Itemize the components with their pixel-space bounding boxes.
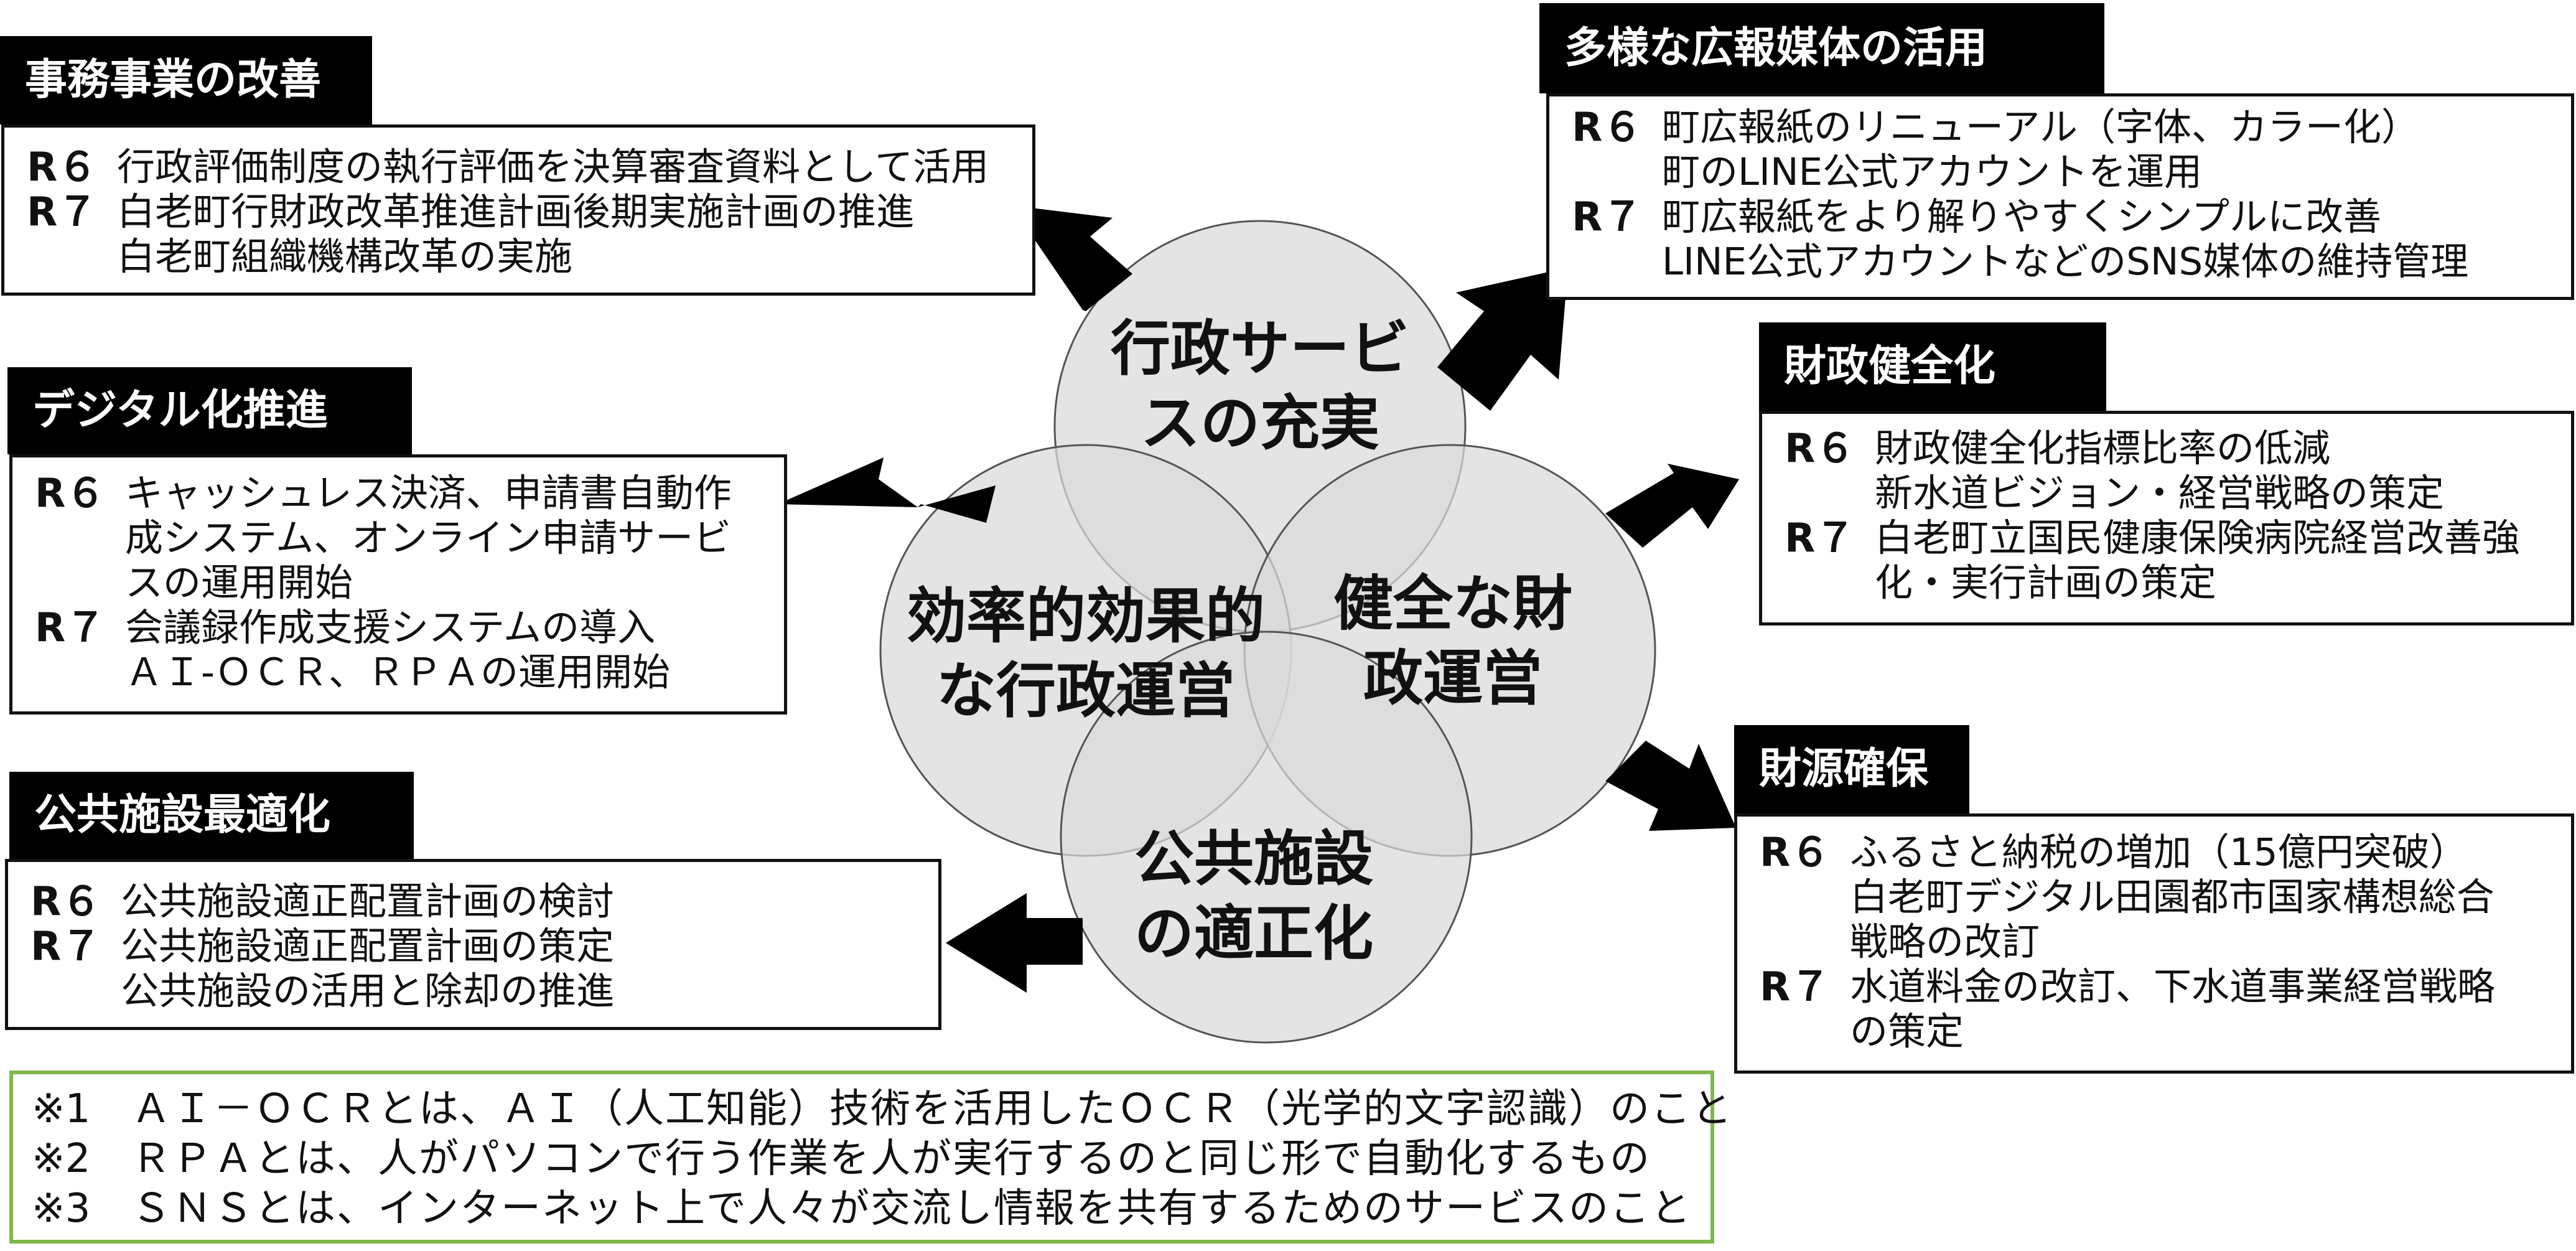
note-number: ※2 xyxy=(32,1136,91,1182)
circle-bottom xyxy=(1060,630,1473,1044)
koukyou-row: R７ 公共施設適正配置計画の策定 xyxy=(30,924,916,969)
year-label: R６ xyxy=(1572,105,1643,151)
circle-label-left: 効率的効果的 な行政運営 xyxy=(907,579,1265,728)
circle-label-left-text: 効率的効果的 な行政運営 xyxy=(907,581,1265,726)
zaigen-row: R６ ふるさと納税の増加（15億円突破） xyxy=(1760,830,2549,875)
item-text: ＡＩ-ＯＣＲ、ＲＰＡの運用開始 xyxy=(125,650,671,695)
item-text: 白老町立国民健康保険病院経営改善強 xyxy=(1875,516,2521,560)
zaigen-row: 白老町デジタル田園都市国家構想総合 xyxy=(1760,875,2549,920)
digital-row: R７ 会議録作成支援システムの導入 xyxy=(35,606,762,650)
zaisei-row: R６ 財政健全化指標比率の低減 xyxy=(1785,426,2549,471)
arrow-to-zaigen xyxy=(1605,741,1736,831)
arrow-to-koukyou xyxy=(946,893,1083,993)
jimu-row: R６ 行政評価制度の執行評価を決算審査資料として活用 xyxy=(27,145,1010,190)
kouhou-row: R７ 町広報紙をより解りやすくシンプルに改善 xyxy=(1572,195,2549,240)
section-title-kouhou: 多様な広報媒体の活用 xyxy=(1539,3,2104,93)
year-label: R６ xyxy=(35,471,106,517)
circle-label-right: 健全な財 政運営 xyxy=(1333,566,1572,716)
koukyou-row: R６ 公共施設適正配置計画の検討 xyxy=(30,879,916,924)
item-text: 町広報紙のリニューアル（字体、カラー化） xyxy=(1662,105,2419,149)
digital-row: R６ キャッシュレス決済、申請書自動作 xyxy=(35,471,762,516)
year-label: R６ xyxy=(30,879,101,925)
item-text: 行政評価制度の執行評価を決算審査資料として活用 xyxy=(117,145,989,189)
circle-label-top-text: 行政サービ スの充実 xyxy=(1111,314,1409,458)
note-text: ＳＮＳとは、インターネット上で人々が交流し情報を共有するためのサービスのこと xyxy=(131,1186,1692,1232)
kouhou-row: R６ 町広報紙のリニューアル（字体、カラー化） xyxy=(1572,105,2549,150)
note-number: ※1 xyxy=(32,1086,91,1132)
section-box-jimu: R６ 行政評価制度の執行評価を決算審査資料として活用 R７ 白老町行財政改革推進計画… xyxy=(1,124,1035,296)
notes-box: ※1 ＡＩ－ＯＣＲとは、ＡＩ（人工知能）技術を活用したＯＣＲ（光学的文字認識）のこ… xyxy=(9,1071,1732,1244)
circle-label-top: 行政サービ スの充実 xyxy=(1111,311,1409,461)
year-label: R６ xyxy=(1760,830,1831,876)
note-line: ※2 ＲＰＡとは、人がパソコンで行う作業を人が実行するのと同じ形で自動化するもの xyxy=(32,1134,1692,1184)
item-text: 白老町行財政改革推進計画後期実施計画の推進 xyxy=(117,190,915,234)
year-label: R７ xyxy=(1572,194,1643,240)
item-text: ふるさと納税の増加（15億円突破） xyxy=(1850,830,2468,874)
year-label: R６ xyxy=(1785,426,1855,472)
item-text: 町のLINE公式アカウントを運用 xyxy=(1662,150,2203,194)
zaigen-row: の策定 xyxy=(1760,1010,2549,1054)
section-title-digital: デジタル化推進 xyxy=(7,367,412,454)
item-text: 成システム、オンライン申請サービ xyxy=(125,516,732,560)
item-text: 化・実行計画の策定 xyxy=(1875,561,2217,605)
item-text: の策定 xyxy=(1850,1010,1964,1054)
year-label: R７ xyxy=(27,189,98,235)
item-text: 公共施設適正配置計画の検討 xyxy=(121,879,615,924)
zaigen-row: 戦略の改訂 xyxy=(1760,920,2549,965)
section-box-digital: R６ キャッシュレス決済、申請書自動作 成システム、オンライン申請サービ スの運用… xyxy=(9,454,787,715)
arrow-to-zaisei xyxy=(1605,464,1739,548)
section-box-zaigen: R６ ふるさと納税の増加（15億円突破） 白老町デジタル田園都市国家構想総合 戦略… xyxy=(1734,813,2574,1074)
arrow-to-kouhou xyxy=(1437,268,1568,411)
zaisei-row: 新水道ビジョン・経営戦略の策定 xyxy=(1785,471,2549,516)
kouhou-row: 町のLINE公式アカウントを運用 xyxy=(1572,150,2549,195)
jimu-row: 白老町組織機構改革の実施 xyxy=(27,235,1010,279)
digital-row: 成システム、オンライン申請サービ xyxy=(35,516,762,561)
item-text: 水道料金の改訂、下水道事業経営戦略 xyxy=(1850,965,2496,1009)
circle-label-right-text: 健全な財 政運営 xyxy=(1333,569,1572,713)
year-label: R７ xyxy=(1760,964,1831,1010)
kouhou-row: LINE公式アカウントなどのSNS媒体の維持管理 xyxy=(1572,240,2549,284)
digital-row: ＡＩ-ＯＣＲ、ＲＰＡの運用開始 xyxy=(35,650,762,695)
section-title-zaisei: 財政健全化 xyxy=(1759,322,2106,411)
arrow-to-jimu xyxy=(1011,205,1132,311)
item-text: 白老町デジタル田園都市国家構想総合 xyxy=(1850,875,2494,919)
section-title-jimu: 事務事業の改善 xyxy=(0,36,372,124)
zaisei-row: R７ 白老町立国民健康保険病院経営改善強 xyxy=(1785,516,2549,561)
digital-row: スの運用開始 xyxy=(35,561,762,606)
arrow-to-digital xyxy=(778,457,996,523)
item-text: キャッシュレス決済、申請書自動作 xyxy=(125,471,732,515)
jimu-row: R７ 白老町行財政改革推進計画後期実施計画の推進 xyxy=(27,190,1010,235)
item-text: LINE公式アカウントなどのSNS媒体の維持管理 xyxy=(1662,240,2469,284)
year-label: R７ xyxy=(30,924,101,970)
section-box-zaisei: R６ 財政健全化指標比率の低減 新水道ビジョン・経営戦略の策定 R７ 白老町立国民健… xyxy=(1759,411,2574,626)
item-text: 財政健全化指標比率の低減 xyxy=(1875,426,2331,471)
section-title-zaigen: 財源確保 xyxy=(1734,725,1969,813)
item-text: 新水道ビジョン・経営戦略の策定 xyxy=(1875,471,2445,515)
item-text: 公共施設の活用と除却の推進 xyxy=(121,969,615,1013)
item-text: スの運用開始 xyxy=(125,561,353,605)
item-text: 会議録作成支援システムの導入 xyxy=(125,606,656,650)
koukyou-row: 公共施設の活用と除却の推進 xyxy=(30,969,916,1014)
circle-label-bottom: 公共施設 の適正化 xyxy=(1134,822,1373,971)
note-text: ＲＰＡとは、人がパソコンで行う作業を人が実行するのと同じ形で自動化するもの xyxy=(131,1136,1651,1182)
year-label: R７ xyxy=(35,605,106,651)
note-line: ※1 ＡＩ－ＯＣＲとは、ＡＩ（人工知能）技術を活用したＯＣＲ（光学的文字認識）のこ… xyxy=(32,1084,1732,1134)
note-line: ※3 ＳＮＳとは、インターネット上で人々が交流し情報を共有するためのサービスのこと xyxy=(32,1184,1692,1234)
year-label: R６ xyxy=(27,144,98,190)
circle-label-bottom-text: 公共施設 の適正化 xyxy=(1134,824,1373,968)
section-title-koukyou: 公共施設最適化 xyxy=(9,772,414,859)
item-text: 白老町組織機構改革の実施 xyxy=(117,235,573,279)
year-label: R７ xyxy=(1785,515,1855,561)
item-text: 町広報紙をより解りやすくシンプルに改善 xyxy=(1662,195,2381,239)
section-box-koukyou: R６ 公共施設適正配置計画の検討 R７ 公共施設適正配置計画の策定 公共施設の活用と… xyxy=(5,859,941,1030)
item-text: 公共施設適正配置計画の策定 xyxy=(121,924,615,968)
note-text: ＡＩ－ＯＣＲとは、ＡＩ（人工知能）技術を活用したＯＣＲ（光学的文字認識）のこと xyxy=(131,1086,1733,1132)
item-text: 戦略の改訂 xyxy=(1850,920,2040,964)
note-number: ※3 xyxy=(32,1186,91,1232)
zaigen-row: R７ 水道料金の改訂、下水道事業経営戦略 xyxy=(1760,965,2549,1010)
zaisei-row: 化・実行計画の策定 xyxy=(1785,561,2549,606)
